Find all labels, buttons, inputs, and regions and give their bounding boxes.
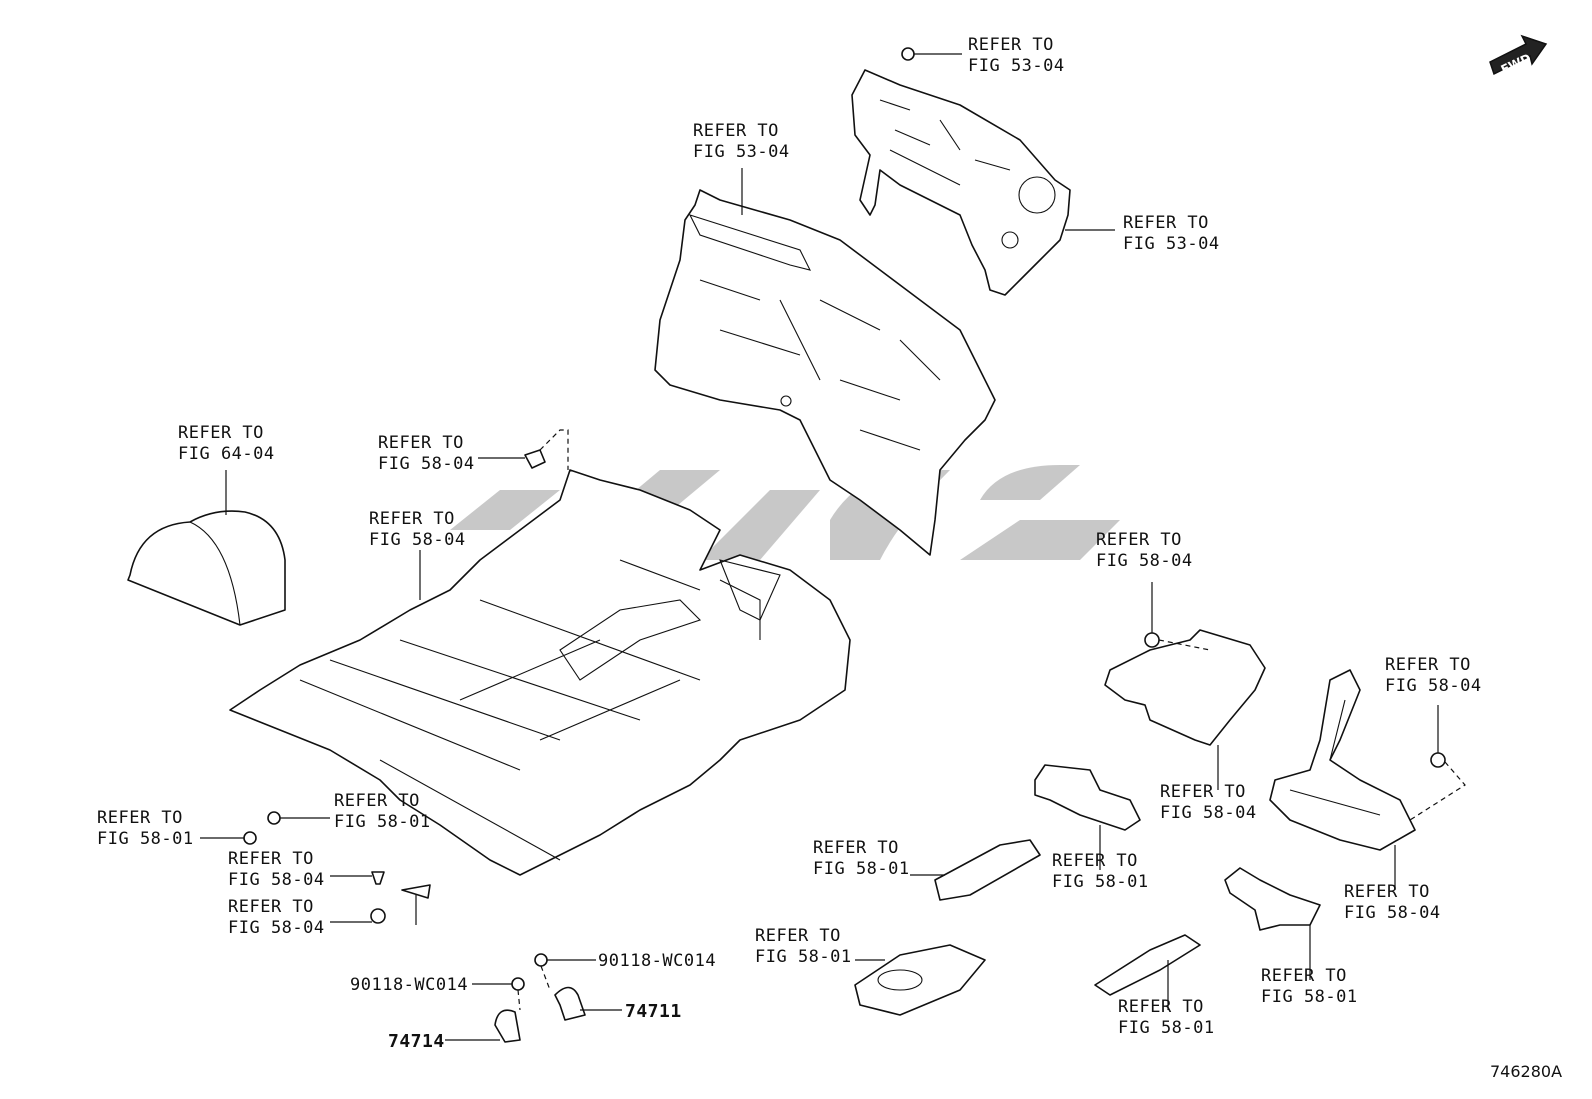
svg-text:FIG 58-04: FIG 58-04 [1385, 676, 1482, 696]
grommet-icon [901, 47, 915, 61]
svg-text:FIG 58-01: FIG 58-01 [1261, 987, 1358, 1007]
svg-text:REFER TO: REFER TO [1123, 213, 1209, 233]
dash-silencer-inner [654, 189, 996, 556]
svg-text:REFER TO: REFER TO [228, 849, 314, 869]
push-clip-icon [371, 871, 385, 885]
callout-c7: REFER TO FIG 58-04 [1096, 530, 1193, 571]
svg-text:REFER TO: REFER TO [1385, 655, 1471, 675]
svg-text:REFER TO: REFER TO [1118, 997, 1204, 1017]
callout-c16: REFER TO FIG 58-01 [1052, 851, 1149, 892]
svg-text:FIG 58-04: FIG 58-04 [1160, 803, 1257, 823]
svg-text:FIG 64-04: FIG 64-04 [178, 444, 275, 464]
clamp-74714-icon [494, 1009, 521, 1043]
svg-text:REFER TO: REFER TO [334, 791, 420, 811]
svg-text:REFER TO: REFER TO [1160, 782, 1246, 802]
svg-text:FIG 53-04: FIG 53-04 [1123, 234, 1220, 254]
part-number-clamp-a: 74711 [625, 1001, 682, 1022]
svg-text:FIG 58-04: FIG 58-04 [1096, 551, 1193, 571]
bolt-icon [511, 977, 525, 991]
svg-text:REFER TO: REFER TO [755, 926, 841, 946]
wheel-house-cover [127, 510, 286, 626]
floor-pad-c [854, 944, 986, 1016]
dash-silencer-outer [851, 69, 1071, 296]
figure-number: 746280A [1490, 1062, 1562, 1081]
svg-text:REFER TO: REFER TO [693, 121, 779, 141]
floor-pad-d [1094, 934, 1201, 996]
svg-text:REFER TO: REFER TO [228, 897, 314, 917]
callout-c8: REFER TO FIG 58-04 [1385, 655, 1482, 696]
svg-text:REFER TO: REFER TO [369, 509, 455, 529]
svg-text:REFER TO: REFER TO [378, 433, 464, 453]
bolt-icon [534, 953, 548, 967]
part-number-bolt-upper: 90118-WC014 [598, 951, 716, 971]
callout-c5: REFER TO FIG 58-04 [378, 433, 475, 474]
callout-c3: REFER TO FIG 53-04 [1123, 213, 1220, 254]
callout-c6: REFER TO FIG 58-04 [369, 509, 466, 550]
screw-icon [401, 884, 431, 925]
grommet-icon [1144, 632, 1160, 648]
svg-text:REFER TO: REFER TO [1261, 966, 1347, 986]
callout-c18: REFER TO FIG 58-01 [1261, 966, 1358, 1007]
svg-text:FIG 58-04: FIG 58-04 [228, 918, 325, 938]
callout-c10: REFER TO FIG 58-04 [1344, 882, 1441, 923]
callout-c13: REFER TO FIG 58-04 [228, 849, 325, 890]
floor-pad-e [1224, 867, 1321, 931]
svg-text:FIG 58-01: FIG 58-01 [1052, 872, 1149, 892]
clip-icon [524, 449, 546, 469]
svg-text:FIG 58-04: FIG 58-04 [378, 454, 475, 474]
part-number-bolt-lower: 90118-WC014 [350, 975, 468, 995]
callout-c4: REFER TO FIG 64-04 [178, 423, 275, 464]
callout-c1: REFER TO FIG 53-04 [968, 35, 1065, 76]
svg-text:REFER TO: REFER TO [1096, 530, 1182, 550]
svg-text:FIG 53-04: FIG 53-04 [968, 56, 1065, 76]
svg-text:FIG 58-01: FIG 58-01 [1118, 1018, 1215, 1038]
svg-text:FIG 58-01: FIG 58-01 [755, 947, 852, 967]
svg-text:FIG 58-01: FIG 58-01 [97, 829, 194, 849]
svg-text:FIG 58-04: FIG 58-04 [228, 870, 325, 890]
svg-text:FIG 58-04: FIG 58-04 [369, 530, 466, 550]
svg-text:REFER TO: REFER TO [968, 35, 1054, 55]
push-clip-icon [370, 908, 386, 924]
svg-text:REFER TO: REFER TO [813, 838, 899, 858]
clamp-74711-icon [554, 986, 586, 1021]
side-floor-silencer [1269, 669, 1416, 851]
clip-icon [267, 811, 281, 825]
callout-c15: REFER TO FIG 58-01 [813, 838, 910, 879]
clip-icon [243, 831, 257, 845]
svg-text:FIG 58-01: FIG 58-01 [813, 859, 910, 879]
callout-c12: REFER TO FIG 58-01 [334, 791, 431, 832]
floor-pad-b [934, 839, 1041, 901]
rear-floor-silencer [1104, 629, 1266, 746]
svg-text:REFER TO: REFER TO [1052, 851, 1138, 871]
svg-text:REFER TO: REFER TO [1344, 882, 1430, 902]
floor-carpet [229, 469, 851, 876]
svg-text:FIG 53-04: FIG 53-04 [693, 142, 790, 162]
svg-text:FIG 58-04: FIG 58-04 [1344, 903, 1441, 923]
callout-c11: REFER TO FIG 58-01 [97, 808, 194, 849]
floor-pad-a [1034, 764, 1141, 831]
svg-text:FIG 58-01: FIG 58-01 [334, 812, 431, 832]
grommet-icon [1430, 752, 1446, 768]
fwd-arrow-icon: FWD [1489, 34, 1548, 77]
callout-c9: REFER TO FIG 58-04 [1160, 782, 1257, 823]
svg-text:REFER TO: REFER TO [97, 808, 183, 828]
part-number-clamp-b: 74714 [388, 1031, 445, 1052]
callout-c2: REFER TO FIG 53-04 [693, 121, 790, 162]
callout-c17: REFER TO FIG 58-01 [755, 926, 852, 967]
svg-text:REFER TO: REFER TO [178, 423, 264, 443]
callout-c14: REFER TO FIG 58-04 [228, 897, 325, 938]
callout-c19: REFER TO FIG 58-01 [1118, 997, 1215, 1038]
